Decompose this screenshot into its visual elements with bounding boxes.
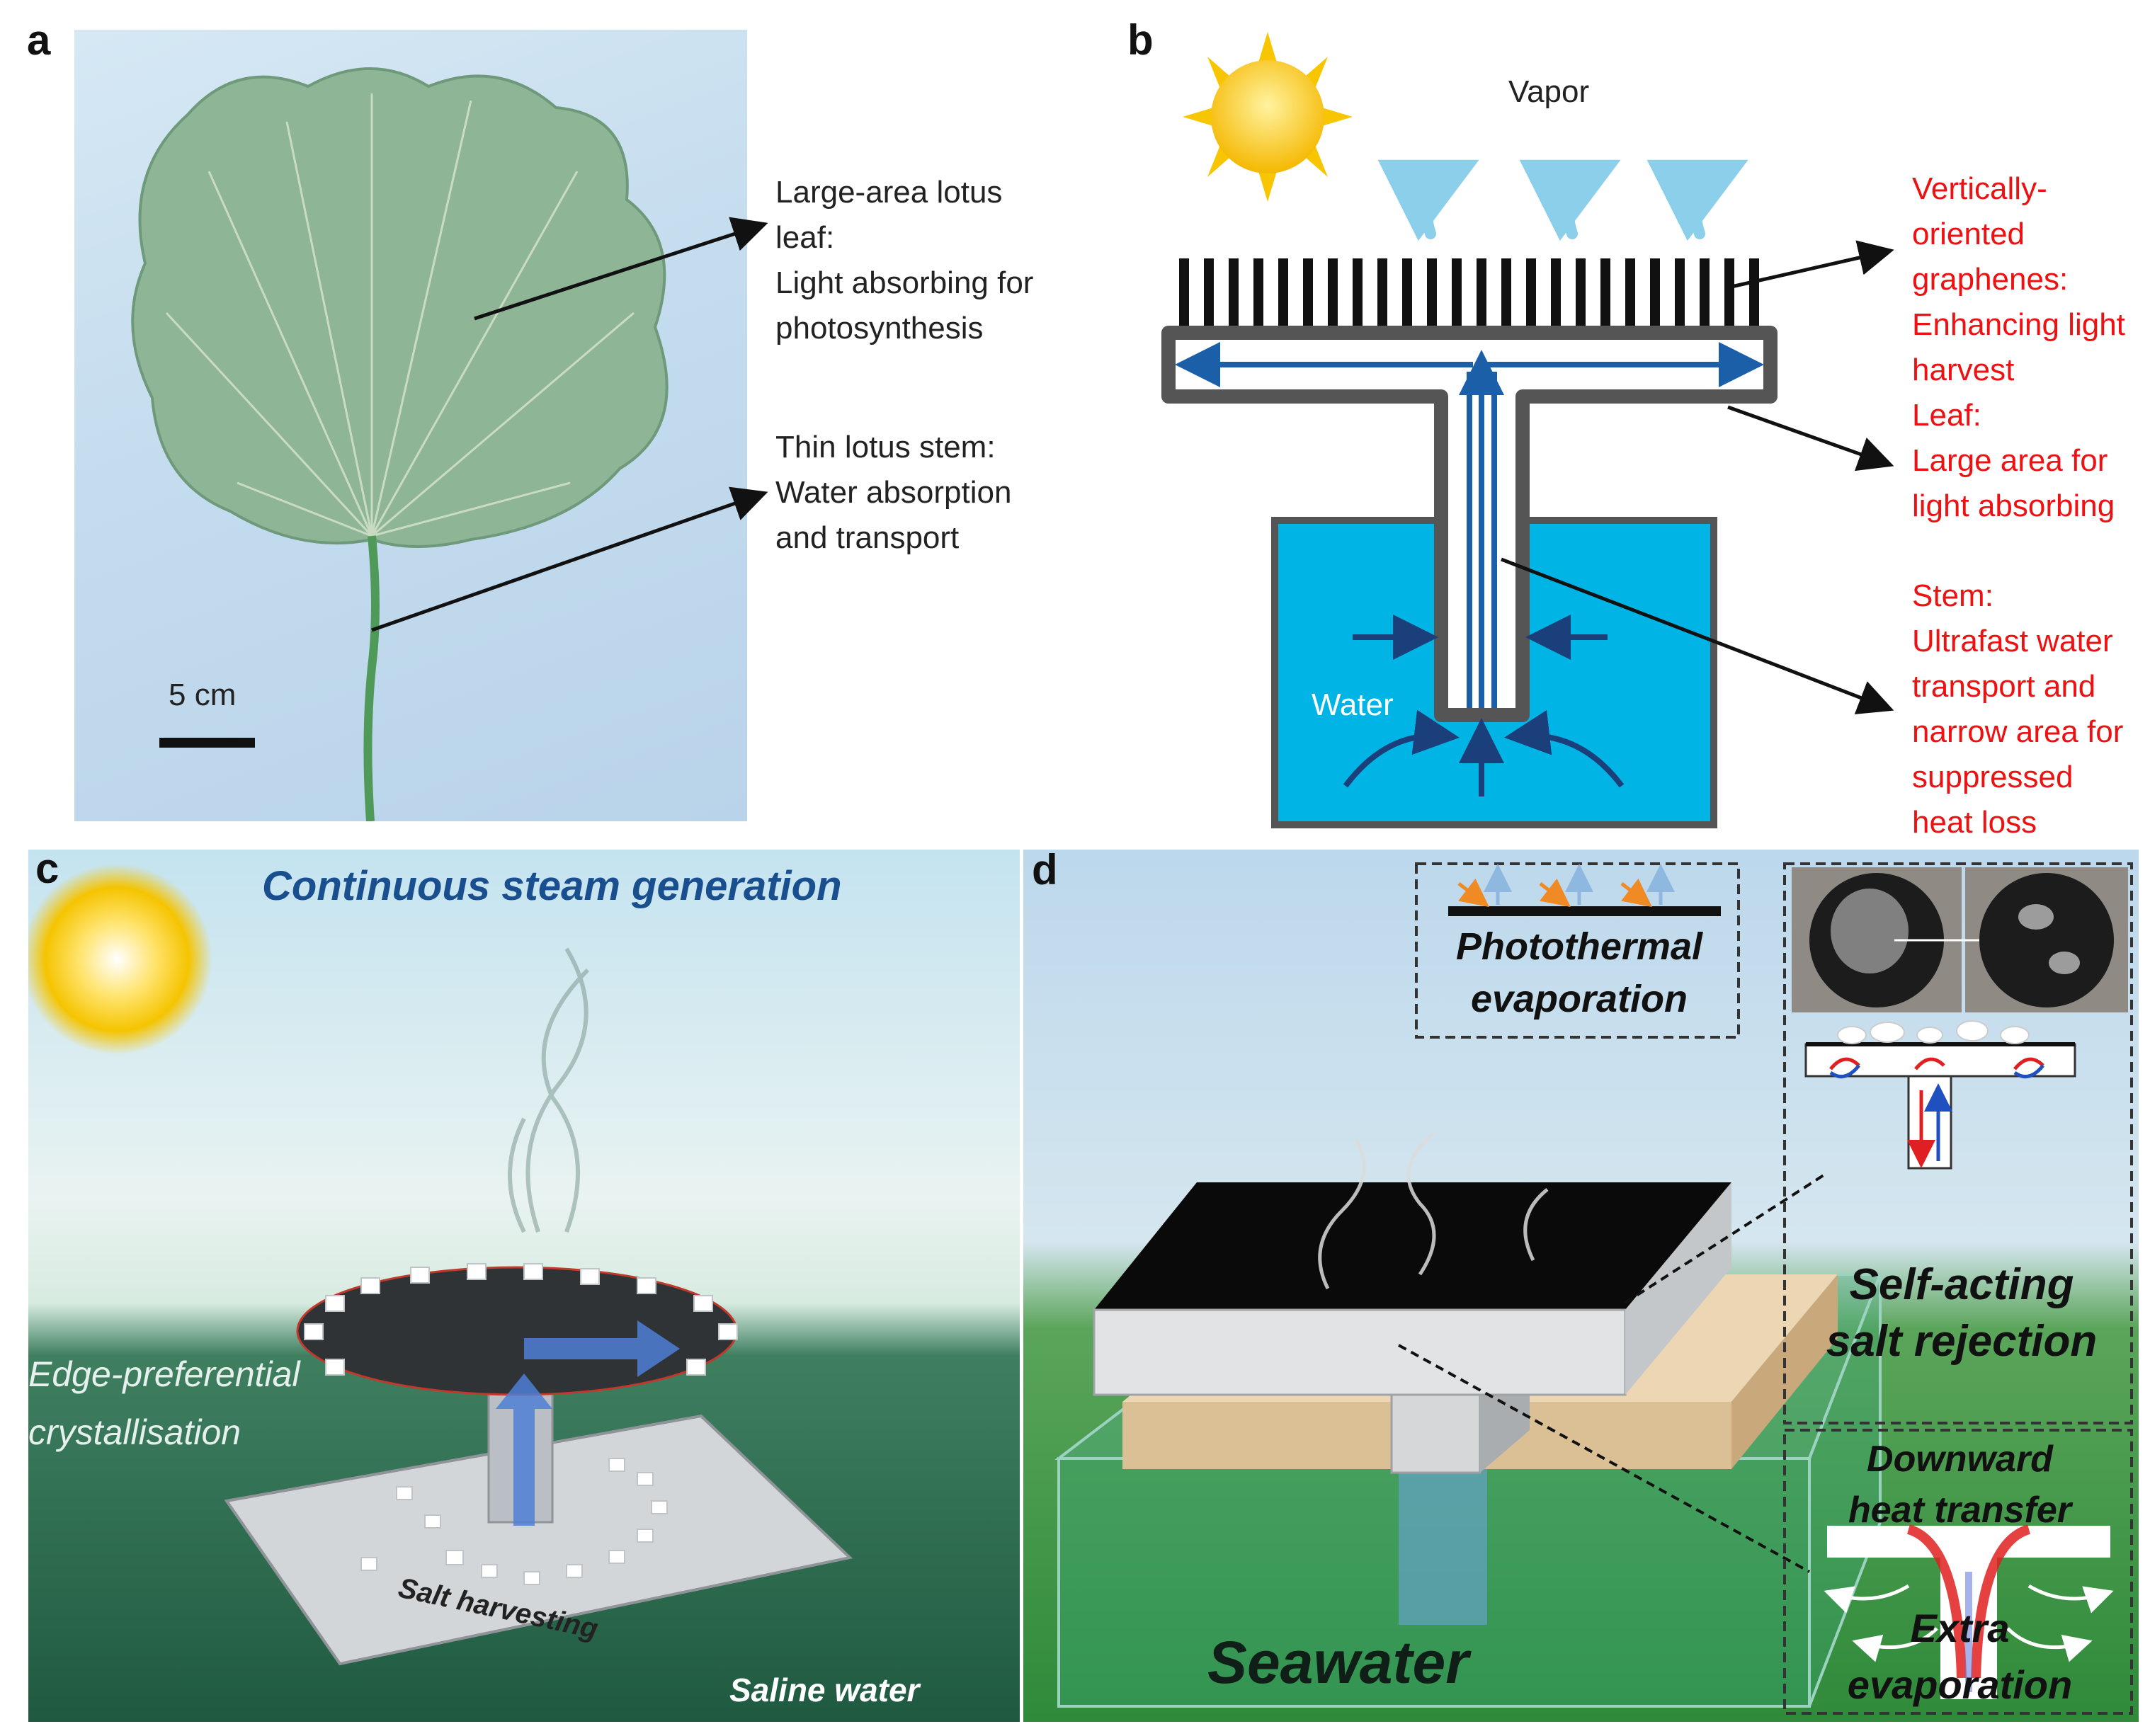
stem-function-annotation: Stem: Ultrafast water transport and narr… (1912, 578, 2124, 835)
heat-transfer-inset (1783, 1429, 2133, 1715)
photothermal-label: Photothermal evaporation (1455, 925, 1703, 1020)
panel-c-scene (28, 864, 853, 1666)
extra-evaporation-label: Extra evaporation (1847, 1606, 2073, 1707)
leaf-annotation: Large-area lotus leaf: Light absorbing f… (775, 175, 1034, 346)
scale-bar-label: 5 cm (169, 678, 237, 712)
vapor-label: Vapor (1508, 74, 1590, 109)
leaf-pointer (474, 217, 768, 321)
graphene-annotation: Vertically-oriented graphenes: Enhancing… (1912, 171, 2125, 387)
panel-c: c Continuous steam generation Edge-prefe… (28, 850, 1020, 1722)
salt-rejection-inset (1783, 862, 2133, 1424)
graphene-fins (1179, 258, 1759, 336)
heat-transfer-label: Downward heat transfer (1848, 1439, 2071, 1531)
panel-b: b (1062, 0, 2150, 835)
water-inflow-arrows (1343, 615, 1625, 796)
steam-wisps (508, 947, 590, 1233)
t-shape-schematic (1161, 32, 1894, 828)
panel-d-label: d (1032, 850, 1058, 893)
panel-a-label: a (27, 16, 51, 64)
leaf-function-annotation: Leaf: Large area for light absorbing (1912, 398, 2115, 523)
panel-d: d Photothermal evaporation Self-acting s… (1023, 850, 2139, 1722)
graphene-pointer (1731, 240, 1894, 289)
flow-arrows (496, 1320, 680, 1526)
absorber-top (1094, 1182, 1731, 1310)
stem-pointer (371, 486, 768, 632)
panel-a-pointers (371, 217, 768, 632)
sun-icon (28, 864, 212, 1055)
submerged-stem (1399, 1469, 1487, 1625)
stem-annotation: Thin lotus stem: Water absorption and tr… (775, 430, 1012, 555)
sun-icon (1183, 32, 1353, 202)
saline-water-label: Saline water (729, 1672, 920, 1708)
panel-b-label: b (1127, 16, 1154, 64)
panel-a: a 5 cm Large-area lotus leaf: Light abso… (0, 0, 1062, 835)
salt-rejection-label: Self-acting salt rejection (1826, 1260, 2098, 1366)
leaf-pointer (1727, 405, 1894, 472)
lotus-photo (74, 30, 747, 821)
steam-wisps (1318, 1131, 1549, 1290)
water-label: Water (1312, 687, 1394, 722)
seawater-label: Seawater (1207, 1629, 1469, 1696)
lotus-leaf-illustration (131, 67, 669, 821)
stem-pointer (1501, 557, 1894, 714)
salt-crystals (360, 1458, 668, 1585)
panel-c-title: Continuous steam generation (262, 863, 842, 909)
vapor-arrows (1377, 159, 1748, 241)
edge-crystallisation-label: Edge-preferential crystallisation (28, 1354, 300, 1452)
panel-d-scene (1054, 862, 2133, 1715)
panel-c-label: c (35, 850, 59, 892)
